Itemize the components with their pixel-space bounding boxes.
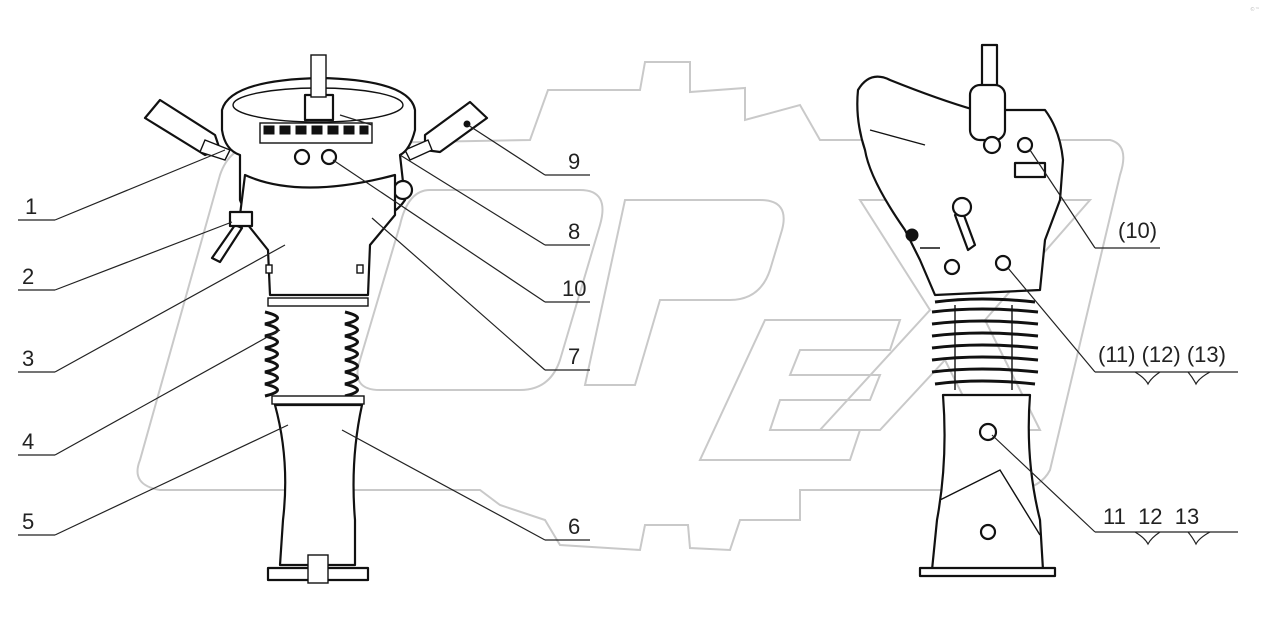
- side-knob: [392, 179, 414, 201]
- watermark-text: ©™: [1250, 6, 1260, 13]
- bolt-icon: [943, 258, 961, 276]
- callout-label: 5: [22, 509, 34, 534]
- callout-label: 2: [22, 264, 34, 289]
- bolt-icon: [978, 422, 998, 442]
- side-upper-housing: [856, 75, 1065, 297]
- callout-label: 1: [25, 194, 37, 219]
- bellows-springs: [264, 310, 359, 398]
- side-bellows: [931, 297, 1039, 390]
- bolt-icon: [905, 228, 919, 242]
- callout-label: 7: [568, 344, 580, 369]
- bolt-icon: [293, 148, 311, 166]
- callout-label: 6: [568, 514, 580, 539]
- side-air-inlet: [980, 43, 999, 92]
- air-inlet-fitting: [310, 54, 327, 98]
- letter-o-outline: [356, 189, 604, 391]
- bolt-icon: [320, 148, 338, 166]
- side-valve-block: [968, 83, 1007, 142]
- left-handle: [143, 98, 231, 161]
- main-body: [238, 173, 397, 297]
- callout-label: 8: [568, 219, 580, 244]
- front-view-assembly: [143, 54, 489, 584]
- bolt-icon: [982, 135, 1002, 155]
- gear-outline-icon: [136, 61, 1125, 552]
- lower-foot: [273, 403, 364, 567]
- bolt-icon: [1016, 136, 1034, 154]
- bellows-top-plate: [267, 297, 369, 307]
- callout-label: 10: [562, 276, 586, 301]
- bellows-bottom-plate: [271, 395, 365, 405]
- throttle-lever: [210, 223, 244, 264]
- bolt-icon: [994, 254, 1012, 272]
- side-base-plate: [918, 566, 1057, 578]
- callout-label: 9: [568, 149, 580, 174]
- bolt-icon: [979, 523, 997, 541]
- leader-lines: [18, 114, 1238, 546]
- lever-knob: [951, 196, 973, 218]
- side-view-assembly: [856, 43, 1065, 578]
- lever-pivot: [228, 210, 254, 228]
- callout-label: (11) (12) (13): [1098, 342, 1226, 367]
- top-valve-block: [303, 93, 335, 122]
- side-tab: [1013, 161, 1047, 179]
- letter-e-outline: [698, 319, 902, 461]
- foot-clamp: [307, 554, 329, 584]
- callout-label: (10): [1118, 218, 1157, 243]
- callout-label: 3: [22, 346, 34, 371]
- letter-p-outline: [583, 199, 785, 386]
- callout-label: 4: [22, 429, 34, 454]
- right-handle: [404, 100, 489, 161]
- button-panel: [259, 122, 373, 144]
- callout-labels: 1 2 3 4 5 6 7 8 9 10 (10) (11) (12) (13)…: [22, 149, 1226, 539]
- callout-label: 11 12 13: [1103, 504, 1199, 529]
